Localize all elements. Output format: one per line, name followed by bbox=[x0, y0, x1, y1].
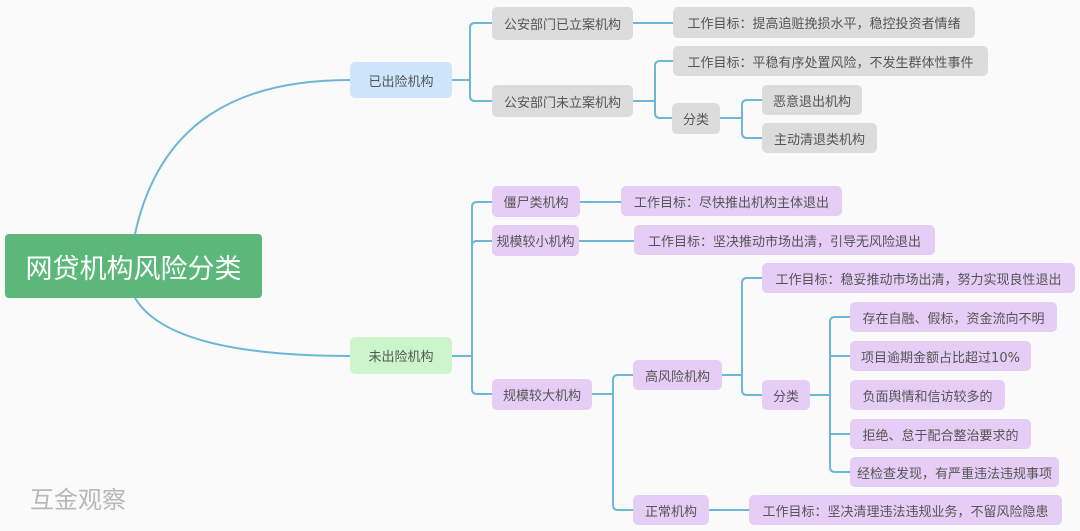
node-category-item[interactable]: 存在自融、假标，资金流向不明 bbox=[850, 302, 1057, 332]
node-category-item[interactable]: 负面舆情和信访较多的 bbox=[850, 380, 1005, 410]
node-goal[interactable]: 工作目标：尽快推出机构主体退出 bbox=[621, 186, 842, 216]
node-normal[interactable]: 正常机构 bbox=[633, 495, 709, 525]
watermark: 互金观察 bbox=[30, 486, 126, 514]
node-goal[interactable]: 工作目标：坚决清理违法违规业务，不留风险隐患 bbox=[749, 495, 1062, 525]
node-category-item[interactable]: 恶意退出机构 bbox=[762, 85, 862, 115]
node-large-scale[interactable]: 规模较大机构 bbox=[492, 379, 592, 410]
node-category-item[interactable]: 经检查发现，有严重违法违规事项 bbox=[850, 457, 1059, 487]
root-node[interactable]: 网贷机构风险分类 bbox=[5, 234, 262, 298]
node-category[interactable]: 分类 bbox=[672, 103, 720, 134]
node-high-risk[interactable]: 高风险机构 bbox=[633, 360, 722, 390]
node-category-item[interactable]: 拒绝、怠于配合整治要求的 bbox=[850, 419, 1031, 449]
node-police-unfiled[interactable]: 公安部门未立案机构 bbox=[492, 85, 633, 117]
node-goal[interactable]: 工作目标：提高追赃挽损水平，稳控投资者情绪 bbox=[673, 7, 975, 38]
node-goal[interactable]: 工作目标：坚决推动市场出清，引导无风险退出 bbox=[634, 225, 935, 255]
node-small-scale[interactable]: 规模较小机构 bbox=[492, 225, 579, 256]
node-goal[interactable]: 工作目标：平稳有序处置风险，不发生群体性事件 bbox=[673, 46, 988, 76]
branch-exposed-risk[interactable]: 已出险机构 bbox=[350, 62, 452, 98]
node-police-filed[interactable]: 公安部门已立案机构 bbox=[492, 7, 633, 40]
node-category-item[interactable]: 项目逾期金额占比超过10% bbox=[850, 341, 1031, 371]
node-category-item[interactable]: 主动清退类机构 bbox=[762, 123, 877, 153]
node-zombie[interactable]: 僵尸类机构 bbox=[492, 186, 580, 217]
node-goal[interactable]: 工作目标：稳妥推动市场出清，努力实现良性退出 bbox=[762, 263, 1075, 293]
branch-unexposed-risk[interactable]: 未出险机构 bbox=[350, 337, 452, 374]
node-category[interactable]: 分类 bbox=[762, 380, 810, 410]
